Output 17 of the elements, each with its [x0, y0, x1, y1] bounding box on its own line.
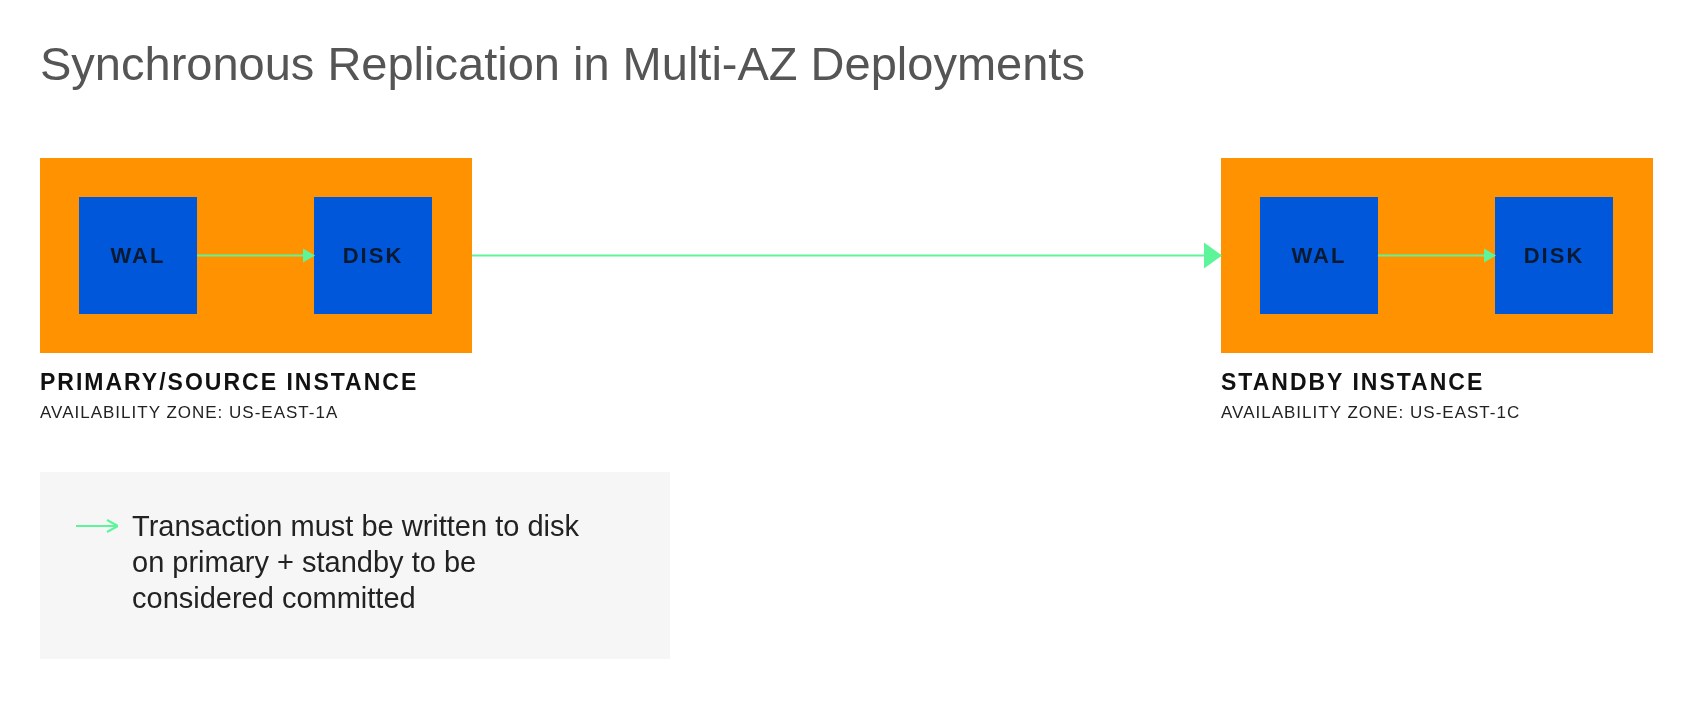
arrow	[1377, 248, 1496, 263]
process-box	[1495, 197, 1613, 314]
diagram-title: Synchronous Replication in Multi-AZ Deployments	[40, 36, 1085, 91]
process-box	[1260, 197, 1378, 314]
box-label: WAL	[110, 242, 166, 269]
arrow	[196, 248, 315, 263]
process-box	[79, 197, 197, 314]
box-label: DISK	[342, 242, 404, 269]
zone-label: AVAILABILITY ZONE: US-EAST-1C	[1221, 403, 1521, 423]
instance-heading: STANDBY INSTANCE	[1221, 369, 1485, 396]
process-box	[314, 197, 432, 314]
instance-heading: PRIMARY/SOURCE INSTANCE	[40, 369, 419, 396]
zone-label: AVAILABILITY ZONE: US-EAST-1A	[40, 403, 339, 423]
box-label: DISK	[1523, 242, 1585, 269]
arrow	[471, 242, 1222, 269]
box-label: WAL	[1291, 242, 1347, 269]
legend-text: Transaction must be written to disk on primary + standby to be considered committed	[132, 509, 580, 616]
